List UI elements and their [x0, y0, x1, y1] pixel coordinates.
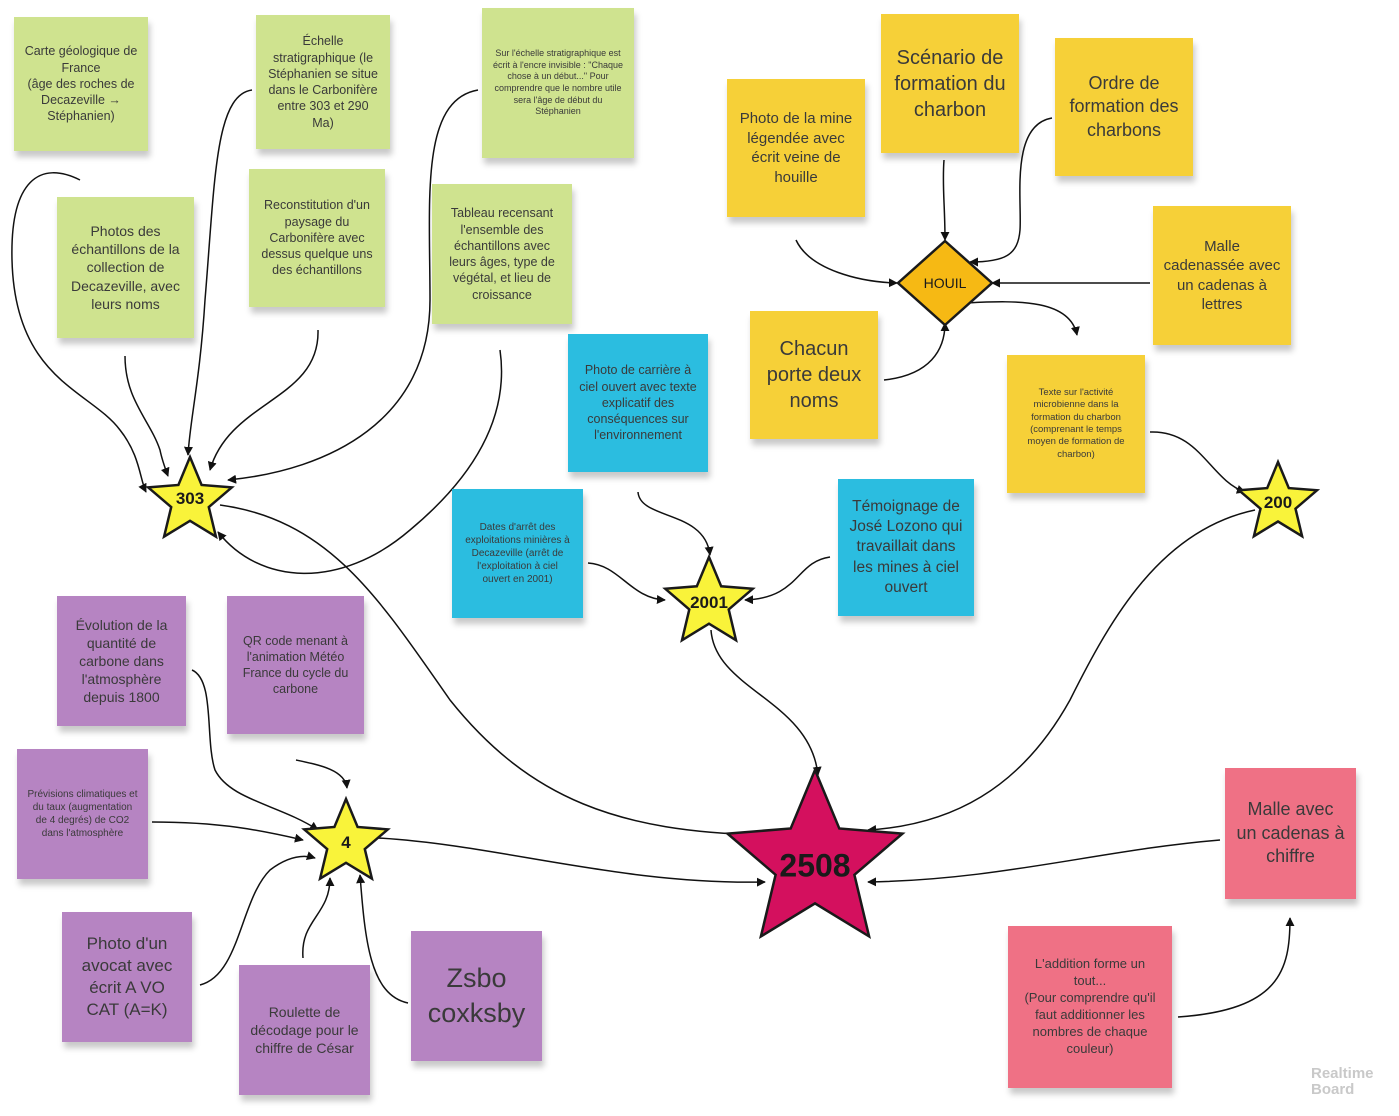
diamond-houil[interactable]: [896, 239, 994, 327]
realtimeboard-watermark: Realtime Board: [1311, 1065, 1374, 1098]
note-photos-echantillons[interactable]: Photos des échantillons de la collection…: [57, 197, 194, 338]
note-scenario-charbon[interactable]: Scénario de formation du charbon: [881, 14, 1019, 153]
diamond-houil-label: HOUIL: [923, 275, 967, 291]
note-photo-mine[interactable]: Photo de la mine légendée avec écrit vei…: [727, 79, 865, 217]
edge-photomine-to-houil[interactable]: [795, 239, 898, 288]
edge-previsions-to-4[interactable]: [151, 821, 304, 843]
edge-photos-to-303[interactable]: [124, 355, 170, 477]
star-4[interactable]: [301, 795, 391, 882]
edge-2001-to-2508[interactable]: [710, 629, 822, 776]
edge-reconstitution-to-303[interactable]: [207, 329, 319, 471]
note-malle-chiffre[interactable]: Malle avec un cadenas à chiffre: [1225, 768, 1356, 899]
edge-malle-chiffre-to-2508[interactable]: [867, 839, 1221, 887]
star-200[interactable]: [1235, 458, 1321, 539]
note-evolution-carbone[interactable]: Évolution de la quantité de carbone dans…: [57, 596, 186, 726]
note-roulette-cesar[interactable]: Roulette de décodage pour le chiffre de …: [239, 965, 370, 1095]
edge-texte-to-200[interactable]: [1149, 431, 1246, 494]
edge-addition-to-malle[interactable]: [1177, 917, 1295, 1018]
note-reconstitution-paysage[interactable]: Reconstitution d'un paysage du Carbonifè…: [249, 169, 385, 307]
note-zsbo[interactable]: Zsbo coxksby: [411, 931, 542, 1061]
note-malle-lettres[interactable]: Malle cadenassée avec un cadenas à lettr…: [1153, 206, 1291, 345]
edge-houil-to-texte[interactable]: [966, 301, 1080, 336]
note-qr-code[interactable]: QR code menant à l'animation Météo Franc…: [227, 596, 364, 734]
edge-4-to-2508[interactable]: [377, 837, 766, 887]
star-4-label: 4: [341, 833, 351, 852]
note-tableau-echantillons[interactable]: Tableau recensant l'ensemble des échanti…: [432, 184, 572, 324]
note-chacun-deux-noms[interactable]: Chacun porte deux noms: [750, 311, 878, 439]
edge-qr-to-4[interactable]: [295, 759, 351, 789]
edge-dates-to-2001[interactable]: [587, 562, 666, 605]
note-texte-microbienne[interactable]: Texte sur l'activité microbienne dans la…: [1007, 355, 1145, 493]
edge-carriere-to-2001[interactable]: [637, 491, 714, 556]
note-previsions-climatiques[interactable]: Prévisions climatiques et du taux (augme…: [17, 749, 148, 879]
edge-scenario-to-houil[interactable]: [940, 159, 950, 241]
note-echelle-stratigraphique[interactable]: Échelle stratigraphique (le Stéphanien s…: [256, 15, 390, 149]
note-dates-arret[interactable]: Dates d'arrêt des exploitations minières…: [452, 489, 583, 618]
note-addition-tout[interactable]: L'addition forme un tout... (Pour compre…: [1008, 926, 1172, 1088]
note-photo-carriere[interactable]: Photo de carrière à ciel ouvert avec tex…: [568, 334, 708, 472]
star-2001-label: 2001: [690, 593, 728, 612]
edge-roulette-to-4[interactable]: [302, 877, 335, 959]
note-ordre-charbons[interactable]: Ordre de formation des charbons: [1055, 38, 1193, 176]
star-2508-label: 2508: [779, 847, 851, 884]
edge-temoignage-to-2001[interactable]: [744, 556, 831, 605]
star-2001[interactable]: [662, 553, 756, 643]
star-303-label: 303: [175, 489, 205, 508]
star-2508[interactable]: [724, 766, 906, 940]
note-photo-avocat[interactable]: Photo d'un avocat avec écrit A VO CAT (A…: [62, 912, 192, 1042]
note-encre-invisible[interactable]: Sur l'échelle stratigraphique est écrit …: [482, 8, 634, 158]
edge-chacun-to-houil[interactable]: [883, 322, 950, 381]
note-temoignage-lozono[interactable]: Témoignage de José Lozono qui travaillai…: [838, 479, 974, 616]
star-303[interactable]: [145, 453, 235, 540]
edge-echelle-to-303[interactable]: [183, 89, 253, 456]
star-200-label: 200: [1263, 493, 1293, 512]
note-carte-geologique[interactable]: Carte géologique de France (âge des roch…: [14, 17, 148, 151]
